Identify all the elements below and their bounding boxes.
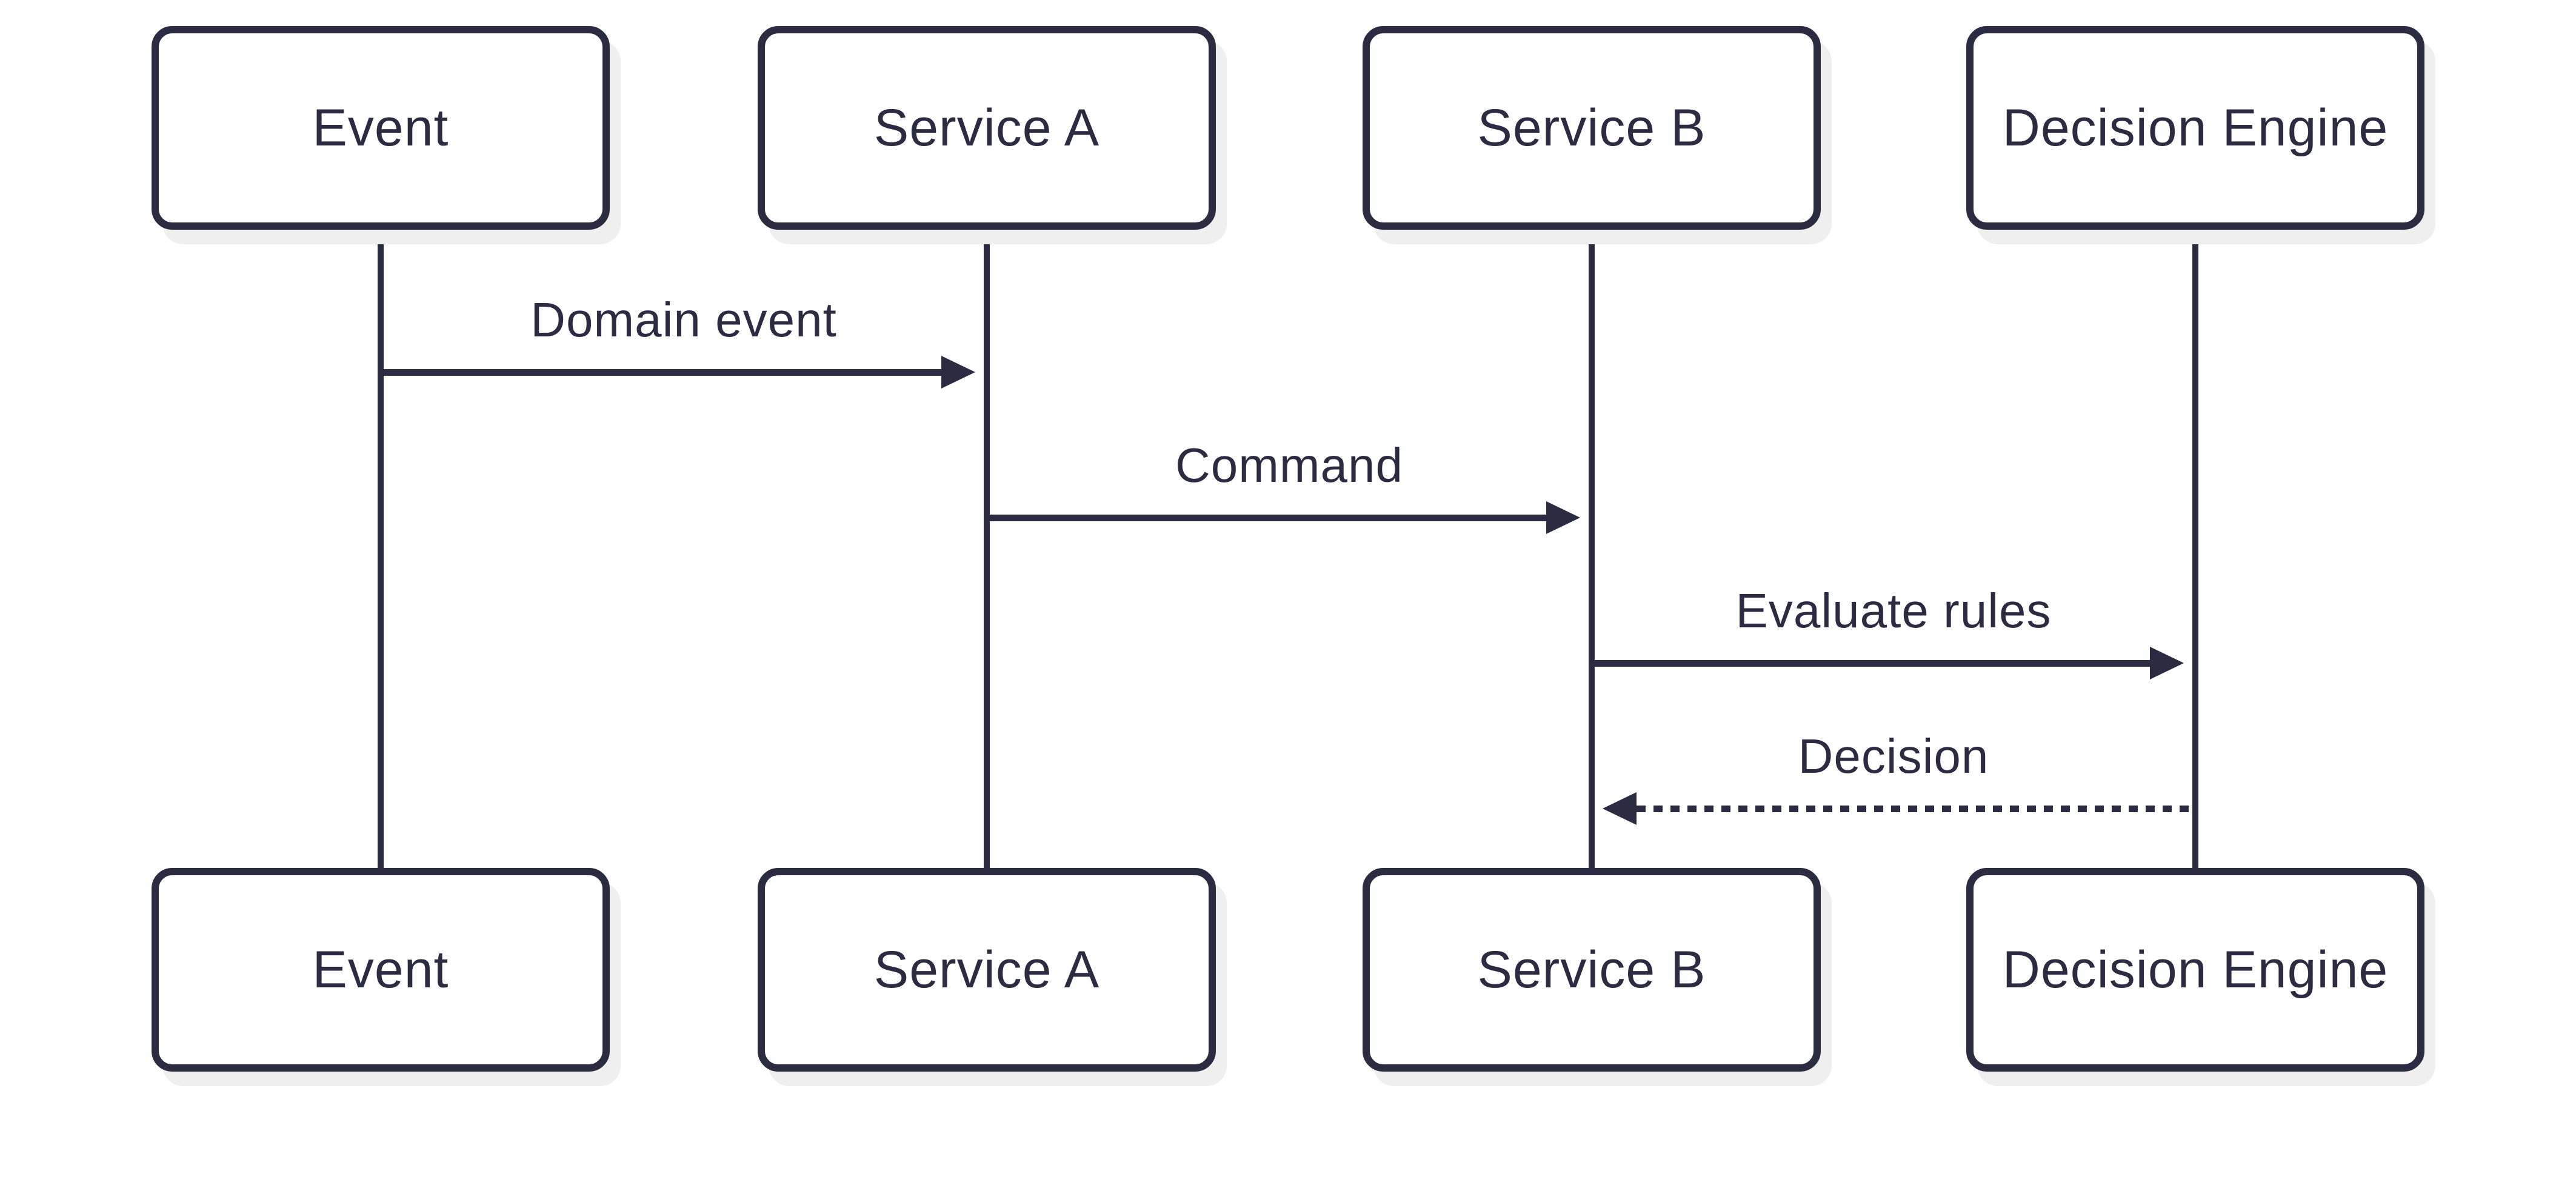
participant-label-event: Event [312, 98, 449, 157]
participant-label-service-b: Service B [1477, 98, 1706, 157]
participant-box-service-a-bottom: Service A [758, 868, 1216, 1072]
lifeline-service-a [984, 229, 990, 869]
message-label-domain-event: Domain event [530, 293, 837, 347]
lifeline-event [378, 229, 384, 869]
participant-box-decision-engine-bottom: Decision Engine [1966, 868, 2424, 1072]
arrowhead-right-icon [1546, 501, 1580, 534]
participant-box-service-b-top: Service B [1363, 26, 1821, 230]
arrowhead-right-icon [2150, 647, 2184, 679]
lifeline-service-b [1589, 229, 1595, 869]
participant-label-service-a: Service A [873, 940, 1100, 999]
participant-box-decision-engine-top: Decision Engine [1966, 26, 2424, 230]
message-label-command: Command [1175, 438, 1404, 492]
message-line-decision [1637, 806, 2198, 812]
participant-box-service-a-top: Service A [758, 26, 1216, 230]
message-line-command [990, 515, 1546, 521]
message-line-domain-event [384, 369, 941, 376]
participant-label-decision-engine: Decision Engine [2002, 98, 2389, 157]
participant-box-service-b-bottom: Service B [1363, 868, 1821, 1072]
participant-box-event-bottom: Event [152, 868, 610, 1072]
arrowhead-left-icon [1603, 792, 1637, 825]
participant-box-event-top: Event [152, 26, 610, 230]
participant-label-service-b: Service B [1477, 940, 1706, 999]
message-label-evaluate-rules: Evaluate rules [1735, 584, 2052, 638]
message-label-decision: Decision [1798, 729, 1989, 783]
participant-label-event: Event [312, 940, 449, 999]
lifeline-decision-engine [2192, 229, 2198, 869]
message-line-evaluate-rules [1595, 660, 2150, 667]
arrowhead-right-icon [941, 356, 975, 389]
participant-label-decision-engine: Decision Engine [2002, 940, 2389, 999]
participant-label-service-a: Service A [873, 98, 1100, 157]
